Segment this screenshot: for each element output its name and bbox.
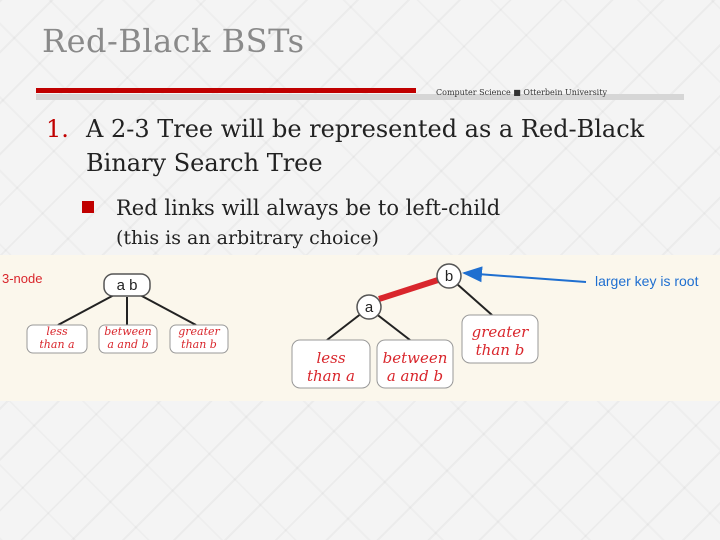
left-child-key: a: [365, 299, 374, 316]
rb-subtree-mid-line2: a and b: [387, 367, 443, 385]
annotation-text: larger key is root: [595, 273, 699, 289]
left-child-node: [356, 294, 382, 320]
three-subtree-mid-line2: a and b: [107, 338, 148, 351]
three-subtree-right-line2: than b: [181, 338, 217, 351]
title-rule-red: [36, 88, 416, 93]
title-rule-gray: [36, 94, 684, 100]
slide-title: Red-Black BSTs: [42, 22, 305, 60]
item-number: 1.: [46, 115, 69, 143]
tree-diagram: 3-node a b less than a between a and b g…: [0, 255, 720, 401]
rb-link-mid: [374, 312, 411, 341]
three-node-label: 3-node: [2, 271, 42, 286]
three-subtree-left: [26, 324, 88, 354]
three-subtree-right: [169, 324, 229, 354]
rb-link-right: [456, 283, 493, 316]
red-link: [378, 277, 439, 302]
three-node-box: [103, 273, 151, 297]
rb-subtree-left: [291, 339, 371, 389]
rb-subtree-left-line2: than a: [307, 367, 355, 385]
tree-diagram-svg: 3-node a b less than a between a and b g…: [2, 263, 699, 389]
three-node-keys: a b: [117, 277, 138, 294]
rb-subtree-left-line1: less: [316, 349, 345, 367]
three-link-right: [139, 294, 197, 326]
rb-subtree-mid-line1: between: [383, 349, 448, 367]
rb-link-left: [326, 312, 363, 341]
three-subtree-left-line1: less: [46, 325, 68, 338]
square-bullet-icon: [82, 201, 94, 213]
three-subtree-mid: [98, 324, 158, 354]
affiliation-text: Computer Science ■ Otterbein University: [436, 88, 607, 97]
root-node-key: b: [445, 268, 453, 285]
three-subtree-mid-line1: between: [104, 325, 152, 338]
title-rule: [36, 88, 684, 102]
rb-subtree-right: [461, 314, 539, 364]
root-node: [436, 263, 462, 289]
sub-bullet-line2: (this is an arbitrary choice): [116, 227, 379, 249]
rb-subtree-right-line1: greater: [472, 323, 529, 341]
item-text: A 2-3 Tree will be represented as a Red-…: [86, 115, 645, 177]
sub-bullet-line1: Red links will always be to left-child: [116, 196, 501, 220]
three-subtree-left-line2: than a: [39, 338, 74, 351]
annotation-arrow: [462, 266, 587, 283]
rb-subtree-mid: [376, 339, 454, 389]
three-link-left: [57, 294, 115, 326]
rb-subtree-right-line2: than b: [476, 341, 525, 359]
three-subtree-right-line1: greater: [178, 325, 220, 338]
